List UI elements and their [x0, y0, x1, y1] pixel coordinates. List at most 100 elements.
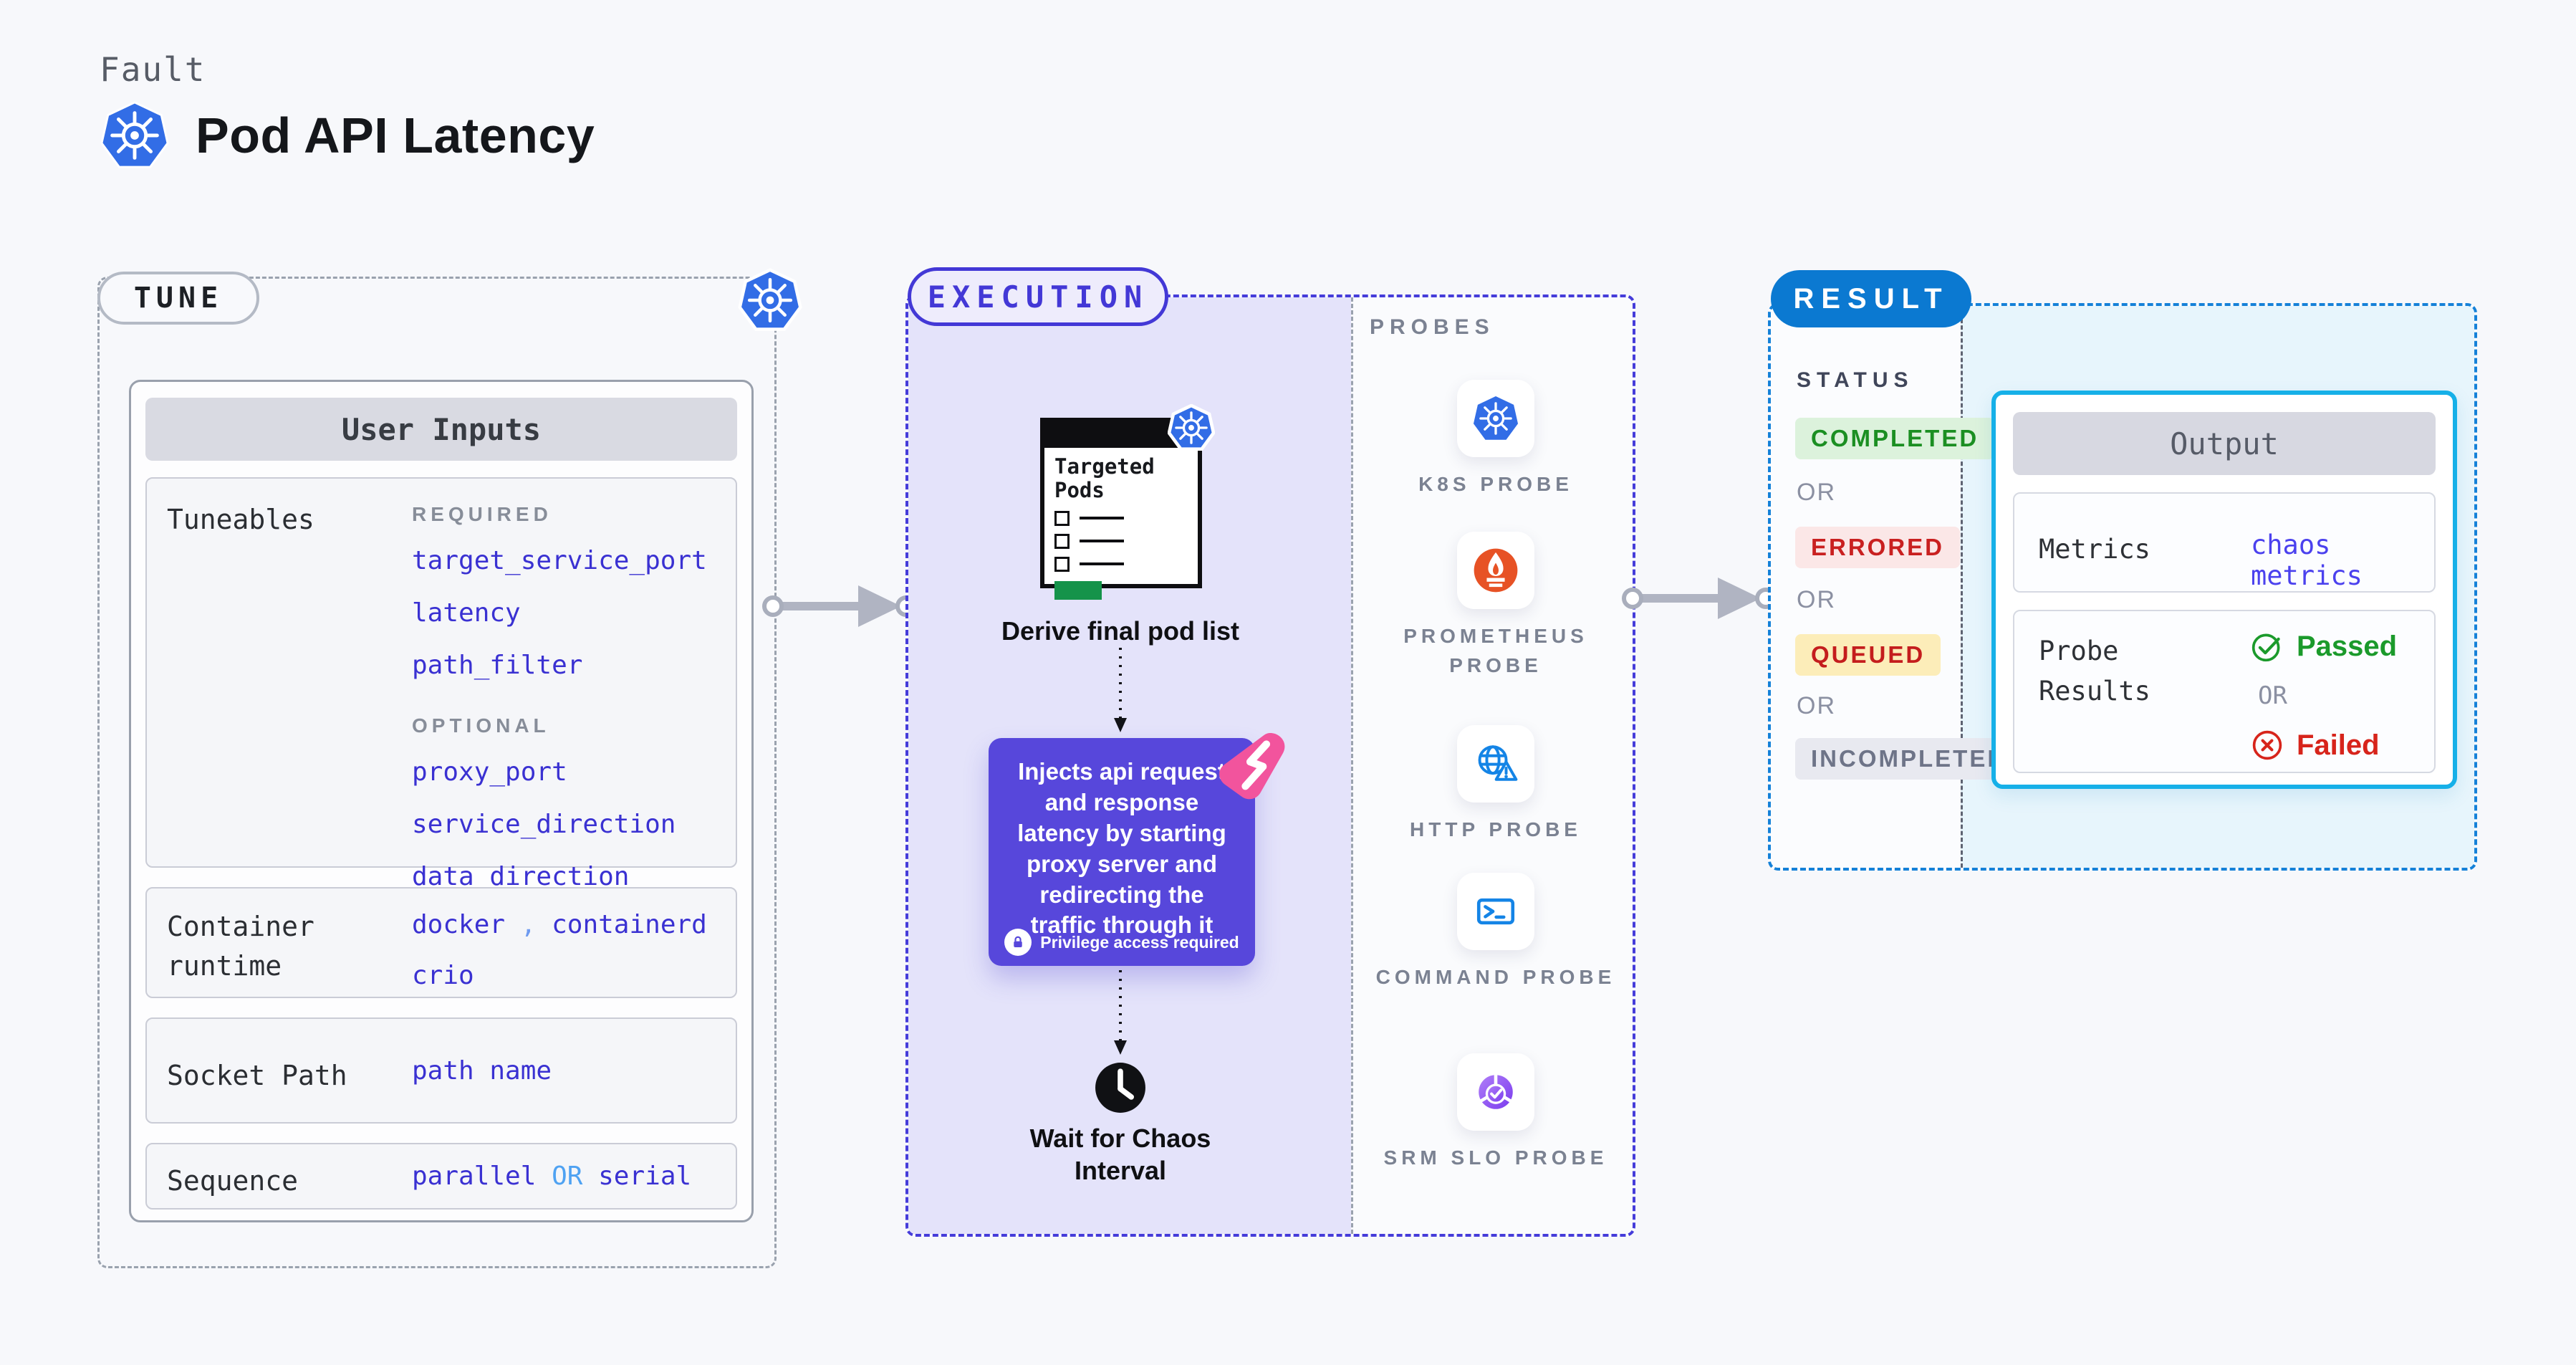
prometheus-icon: [1474, 548, 1518, 593]
passed-line: Passed: [2251, 630, 2397, 663]
tune-section: [97, 277, 777, 1268]
pod-list-item: [1054, 556, 1188, 572]
probe-results-values: Passed OR Failed: [2251, 630, 2397, 762]
probes-panel-divider: [1351, 297, 1353, 1234]
flow-arrow-tune-to-execution: [762, 585, 917, 627]
tuneable-target-service-port: target_service_port: [412, 546, 707, 575]
checkbox-icon: [1054, 533, 1070, 549]
optional-label: OPTIONAL: [412, 714, 550, 737]
tuneable-proxy-port: proxy_port: [412, 757, 567, 787]
runtime-docker: docker: [412, 910, 506, 939]
tuneables-row: Tuneables REQUIRED target_service_port l…: [145, 477, 737, 891]
status-badge-incompleted: INCOMPLETED: [1795, 738, 2023, 780]
derive-pod-list-step: Derive final pod list: [1001, 616, 1240, 646]
sequence-value: parallel OR serial: [412, 1162, 691, 1191]
flow-arrow-probes-to-result: [1622, 578, 1777, 619]
kubernetes-icon: [1168, 404, 1215, 451]
http-globe-warning-icon: [1478, 745, 1518, 781]
output-card: Output Metrics chaos metrics Probe Resul…: [1991, 391, 2457, 789]
sequence-parallel: parallel: [412, 1162, 537, 1191]
kubernetes-icon: [100, 101, 169, 168]
probe-item-k8s: K8S PROBE: [1356, 380, 1635, 499]
runtime-separator: ,: [520, 910, 537, 939]
runtime-containerd: containerd: [552, 910, 707, 939]
metrics-row: Metrics chaos metrics: [2013, 492, 2436, 593]
page-title: Pod API Latency: [196, 107, 595, 163]
check-circle-icon: [2251, 633, 2280, 662]
probe-item-srm-slo: SRM SLO PROBE: [1356, 1053, 1635, 1173]
user-inputs-panel: User Inputs Tuneables REQUIRED target_se…: [129, 380, 754, 1222]
required-label: REQUIRED: [412, 503, 552, 525]
checkbox-icon: [1054, 510, 1070, 526]
targeted-pods-title: Targeted Pods: [1054, 454, 1155, 503]
socket-path-value: path name: [412, 1056, 552, 1086]
tuneable-latency: latency: [412, 598, 521, 628]
probe-card: [1457, 380, 1534, 457]
sequence-serial: serial: [598, 1162, 692, 1191]
tuneable-path-filter: path_filter: [412, 651, 583, 680]
list-line: [1080, 517, 1124, 520]
status-title: STATUS: [1797, 368, 1914, 392]
runtime-crio: crio: [412, 961, 474, 990]
probe-card: [1457, 725, 1534, 803]
tuneables-label: Tuneables: [167, 504, 314, 535]
socket-path-label: Socket Path: [167, 1060, 347, 1091]
tuneable-service-direction: service_direction: [412, 810, 676, 839]
pod-list-item: [1054, 510, 1188, 526]
tuneables-list: REQUIRED target_service_port latency pat…: [412, 503, 707, 914]
list-line: [1080, 540, 1124, 543]
probes-panel-title: PROBES: [1370, 315, 1495, 339]
slo-pie-check-icon: [1479, 1073, 1513, 1109]
metrics-label: Metrics: [2039, 534, 2150, 565]
probe-item-prometheus: PROMETHEUS PROBE: [1356, 532, 1635, 680]
sequence-label: Sequence: [167, 1165, 299, 1197]
status-or: OR: [1797, 692, 1836, 719]
user-inputs-header: User Inputs: [145, 398, 737, 461]
probe-card: [1457, 873, 1534, 950]
inject-step-text: Injects api request and response latency…: [1017, 758, 1226, 939]
failed-line: Failed: [2251, 729, 2397, 762]
clock-icon: [1095, 1063, 1145, 1113]
probe-results-label: Probe Results: [2039, 636, 2150, 707]
fault-eyebrow: Fault: [100, 50, 206, 89]
status-badge-errored: ERRORED: [1795, 527, 1961, 568]
probe-item-http: HTTP PROBE: [1356, 725, 1635, 845]
execution-pill: EXECUTION: [908, 267, 1168, 326]
kubernetes-icon: [1473, 396, 1519, 440]
probe-label: K8S PROBE: [1418, 473, 1573, 495]
litmus-chaos-icon: [1219, 732, 1285, 800]
page-header: Pod API Latency: [100, 100, 595, 171]
dotted-flow-arrow: [1114, 648, 1127, 732]
status-badge-queued: QUEUED: [1795, 634, 1941, 676]
probe-item-command: COMMAND PROBE: [1356, 873, 1635, 992]
output-header: Output: [2013, 412, 2436, 475]
x-circle-icon: [2252, 730, 2282, 760]
probe-results-row: Probe Results Passed OR Failed: [2013, 610, 2436, 773]
pod-list-item: [1054, 533, 1188, 549]
status-or: OR: [1797, 586, 1836, 613]
checkbox-icon: [1054, 556, 1070, 572]
probe-label: PROMETHEUS PROBE: [1403, 625, 1588, 676]
status-or: OR: [1797, 479, 1836, 506]
probe-label: COMMAND PROBE: [1375, 966, 1616, 988]
status-badge-completed: COMPLETED: [1795, 418, 1995, 459]
sequence-or: OR: [552, 1162, 583, 1191]
container-runtime-label: Container runtime: [167, 911, 314, 982]
probe-card: [1457, 1053, 1534, 1131]
probe-results-or: OR: [2258, 681, 2287, 710]
list-line: [1080, 562, 1124, 566]
probe-label: SRM SLO PROBE: [1383, 1146, 1608, 1169]
kubernetes-icon: [738, 268, 802, 331]
socket-path-row: Socket Path path name: [145, 1017, 737, 1124]
wait-chaos-interval-step: Wait for Chaos Interval: [1029, 1124, 1211, 1185]
container-runtime-values: docker , containerd crio: [412, 910, 707, 990]
lock-icon: [1004, 929, 1032, 956]
probe-label: HTTP PROBE: [1410, 818, 1582, 840]
container-runtime-row: Container runtime docker , containerd cr…: [145, 887, 737, 998]
green-button: [1054, 580, 1102, 600]
sequence-row: Sequence parallel OR serial: [145, 1143, 737, 1210]
tuneable-data-direction: data_direction: [412, 862, 630, 891]
failed-label: Failed: [2297, 729, 2380, 761]
inject-latency-step: Injects api request and response latency…: [989, 738, 1255, 966]
